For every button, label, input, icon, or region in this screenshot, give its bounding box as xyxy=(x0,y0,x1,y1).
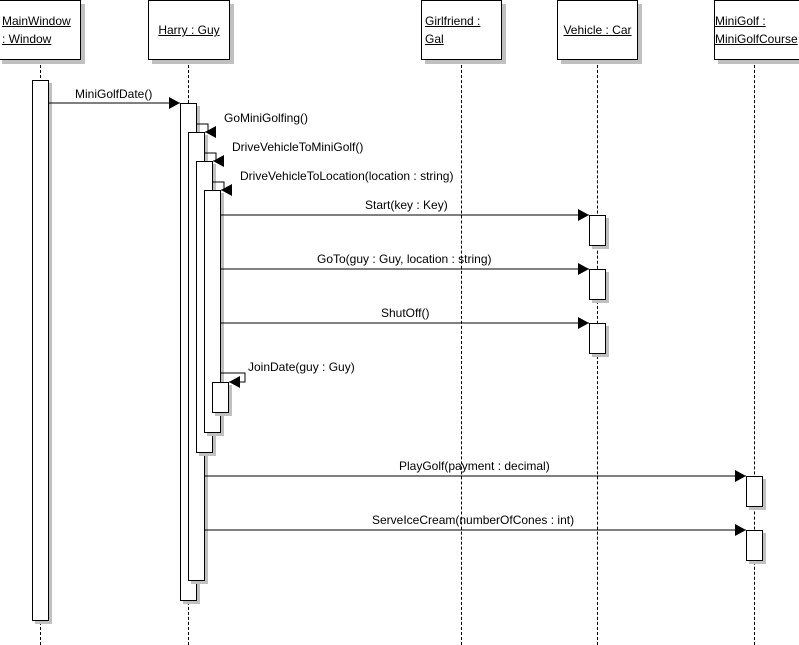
message-arrow-gominigolfing[interactable] xyxy=(196,123,216,138)
message-label-playgolf: PlayGolf(payment : decimal) xyxy=(399,459,550,473)
activation-harry-joindate[interactable] xyxy=(212,382,229,413)
activation-minigolf-serveicecream[interactable] xyxy=(746,530,763,561)
message-label-drivevehicletolocation: DriveVehicleToLocation(location : string… xyxy=(240,169,454,183)
lifeline-label: MainWindow : Window xyxy=(2,14,71,46)
message-label-drivevehicletominigolf: DriveVehicleToMiniGolf() xyxy=(232,140,364,154)
lifeline-label: Vehicle : Car xyxy=(563,23,632,37)
message-label-minigolfdate: MiniGolfDate() xyxy=(75,87,153,101)
activation-mainwindow[interactable] xyxy=(32,80,49,621)
activation-minigolf-playgolf[interactable] xyxy=(746,476,763,507)
lifeline-label: MiniGolf : MiniGolfCourse xyxy=(715,14,798,46)
lifeline-header-minigolf[interactable]: MiniGolf : MiniGolfCourse xyxy=(714,0,799,60)
lifeline-label: Girlfriend : Gal xyxy=(425,14,481,46)
lifeline-girlfriend xyxy=(461,60,462,645)
lifeline-minigolf xyxy=(754,60,755,645)
message-label-goto: GoTo(guy : Guy, location : string) xyxy=(317,252,492,266)
lifeline-header-girlfriend[interactable]: Girlfriend : Gal xyxy=(421,0,502,60)
lifeline-label: Harry : Guy xyxy=(158,23,220,37)
activation-vehicle-shutoff[interactable] xyxy=(589,323,606,354)
lifeline-header-harry[interactable]: Harry : Guy xyxy=(148,0,230,60)
lifeline-header-vehicle[interactable]: Vehicle : Car xyxy=(557,0,638,60)
message-label-start: Start(key : Key) xyxy=(365,198,448,212)
activation-vehicle-start[interactable] xyxy=(589,215,606,246)
lifeline-header-mainwindow[interactable]: MainWindow : Window xyxy=(0,0,81,60)
message-label-gominigolfing: GoMiniGolfing() xyxy=(224,111,309,125)
message-label-serveicecream: ServeIceCream(numberOfCones : int) xyxy=(372,513,575,527)
activation-vehicle-goto[interactable] xyxy=(589,269,606,300)
message-arrow-drivevehicletominigolf[interactable] xyxy=(204,152,224,167)
activation-harry-drivevehicletolocation[interactable] xyxy=(204,190,221,433)
message-label-joindate: JoinDate(guy : Guy) xyxy=(248,360,355,374)
message-label-shutoff: ShutOff() xyxy=(381,306,430,320)
message-arrow-drivevehicletolocation[interactable] xyxy=(212,181,232,196)
message-arrow-joindate[interactable] xyxy=(221,372,246,388)
